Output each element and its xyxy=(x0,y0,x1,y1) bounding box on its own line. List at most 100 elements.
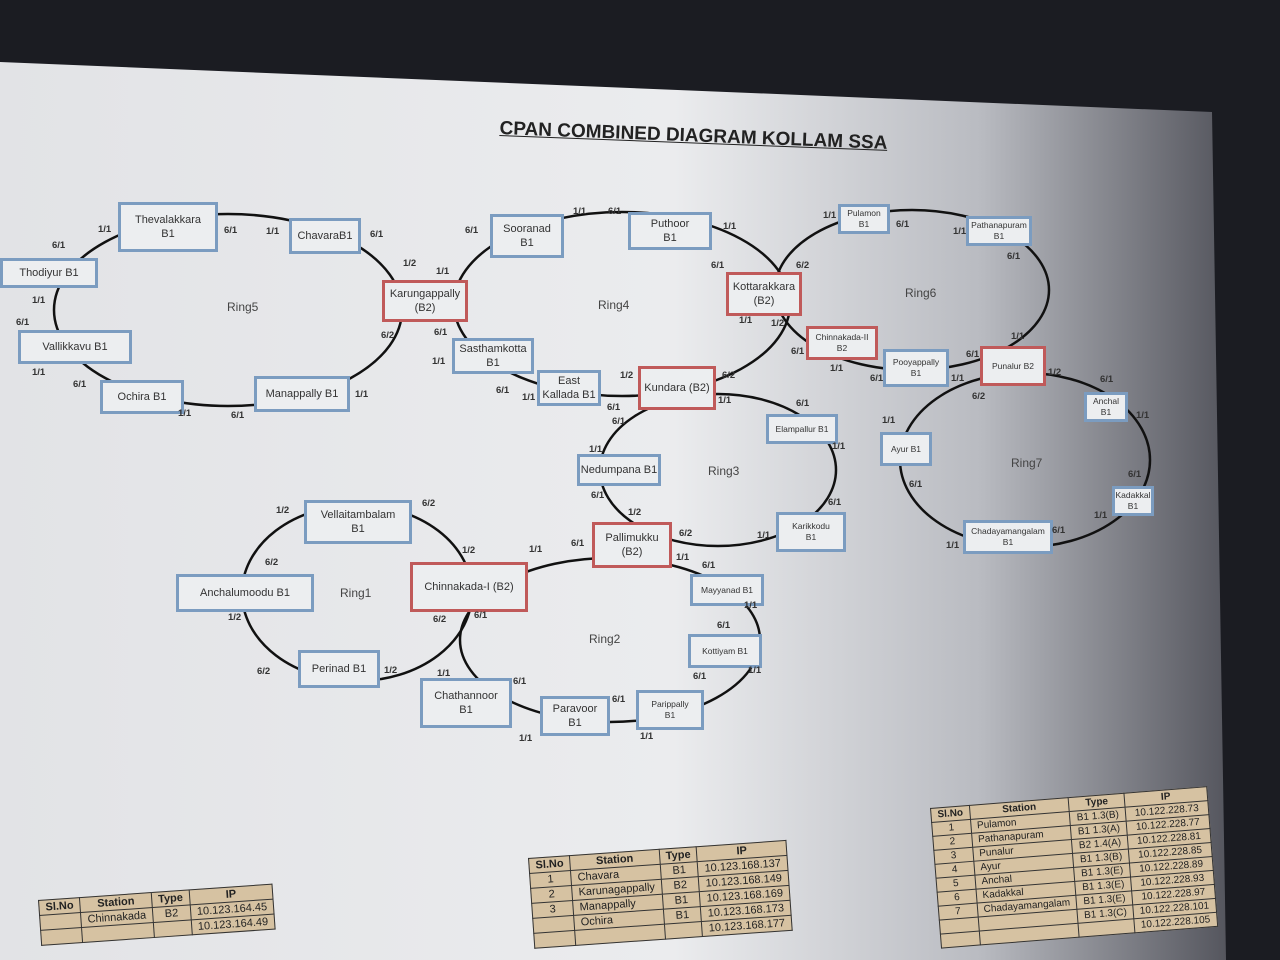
port-label: 6/2 xyxy=(972,391,986,402)
station-name: Mayyanad B1 xyxy=(701,584,753,595)
station-type: B1 xyxy=(664,710,676,720)
station-node[interactable]: Punalur B2 xyxy=(980,346,1046,386)
port-label: 6/2 xyxy=(422,498,436,509)
port-label: 6/2 xyxy=(722,370,736,381)
port-label: 1/2 xyxy=(620,370,634,381)
station-type: (B2) xyxy=(414,302,436,314)
port-label: 1/1 xyxy=(676,552,690,563)
port-label: 6/1 xyxy=(496,385,510,396)
port-label: 6/1 xyxy=(607,402,621,413)
port-label: 1/2 xyxy=(384,665,398,676)
station-name: Manappally B1 xyxy=(265,388,339,400)
port-label: 6/1 xyxy=(966,349,980,360)
port-label: 1/2 xyxy=(628,507,642,518)
station-type: B1 xyxy=(351,523,365,535)
port-label: 6/1 xyxy=(16,317,30,328)
station-name: ChavaraB1 xyxy=(297,230,353,242)
station-name: Perinad B1 xyxy=(311,663,367,675)
station-name: Vellaitambalam xyxy=(320,509,396,521)
station-name: East xyxy=(557,375,580,387)
station-name: Punalur B2 xyxy=(991,360,1035,371)
port-label: 1/1 xyxy=(832,441,846,452)
station-name: Kottiyam B1 xyxy=(702,645,748,656)
station-name: Ochira B1 xyxy=(117,391,167,403)
station-name: Chinnakada-I (B2) xyxy=(424,581,514,593)
port-label: 1/2 xyxy=(228,612,242,623)
port-label: 6/1 xyxy=(1052,525,1066,536)
station-node[interactable]: Ochira B1 xyxy=(100,380,184,414)
port-label: 1/1 xyxy=(946,540,960,551)
port-label: 1/1 xyxy=(32,367,46,378)
station-node[interactable]: Anchalumoodu B1 xyxy=(176,574,314,612)
port-label: 1/1 xyxy=(529,544,543,555)
port-label: 6/1 xyxy=(612,416,626,427)
port-label: 6/1 xyxy=(434,327,448,338)
port-label: 1/1 xyxy=(723,221,737,232)
station-name: Thevalakkara xyxy=(134,214,202,226)
port-label: 1/1 xyxy=(757,530,771,541)
table-cell xyxy=(940,931,980,949)
port-label: 6/1 xyxy=(608,206,622,217)
port-label: 1/2 xyxy=(403,258,417,269)
port-label: 6/1 xyxy=(791,346,805,357)
station-node[interactable]: Vallikkavu B1 xyxy=(18,330,132,364)
port-label: 6/1 xyxy=(1100,374,1114,385)
port-label: 1/1 xyxy=(1011,331,1025,342)
ring-label: Ring3 xyxy=(708,464,740,478)
port-label: 6/1 xyxy=(693,671,707,682)
port-label: 6/1 xyxy=(73,379,87,390)
station-node[interactable]: ChavaraB1 xyxy=(289,218,361,254)
station-node[interactable]: Kottarakkara(B2) xyxy=(726,272,802,316)
port-label: 1/1 xyxy=(98,224,112,235)
station-name: Anchal xyxy=(1093,396,1119,406)
station-node[interactable]: Karungappally (B2) xyxy=(382,280,468,322)
station-type: B1 xyxy=(1002,537,1014,547)
station-node[interactable]: Nedumpana B1 xyxy=(577,454,661,486)
station-node[interactable]: Thodiyur B1 xyxy=(0,258,98,288)
station-name: Karungappally xyxy=(389,288,461,300)
station-node[interactable]: Mayyanad B1 xyxy=(690,574,764,606)
station-node[interactable]: Manappally B1 xyxy=(254,376,350,412)
station-name: Parippally xyxy=(651,699,689,709)
station-node[interactable]: Ayur B1 xyxy=(880,432,932,466)
station-node[interactable]: Perinad B1 xyxy=(298,650,380,688)
port-label: 6/1 xyxy=(591,490,605,501)
port-label: 1/1 xyxy=(355,389,369,400)
station-name: Karikkodu xyxy=(792,521,830,531)
station-node[interactable]: Chinnakada-I (B2) xyxy=(410,562,528,612)
port-label: 1/1 xyxy=(437,668,451,679)
station-name: Kundara (B2) xyxy=(644,382,710,394)
station-node[interactable]: Pallimukku(B2) xyxy=(592,522,672,568)
station-name: Sooranad xyxy=(503,223,551,235)
port-label: 6/1 xyxy=(711,260,725,271)
port-label: 1/1 xyxy=(830,363,844,374)
port-label: 6/2 xyxy=(679,528,693,539)
ring-label: Ring4 xyxy=(598,298,630,312)
table-cell xyxy=(40,927,83,946)
station-type: B1 xyxy=(910,368,922,378)
station-node[interactable]: Elampallur B1 xyxy=(766,414,838,444)
station-type: B1 xyxy=(663,232,677,244)
table-cell xyxy=(153,919,193,938)
station-node[interactable]: Kottiyam B1 xyxy=(688,634,762,668)
station-node[interactable]: Kundara (B2) xyxy=(638,366,716,410)
port-label: 1/1 xyxy=(640,731,654,742)
